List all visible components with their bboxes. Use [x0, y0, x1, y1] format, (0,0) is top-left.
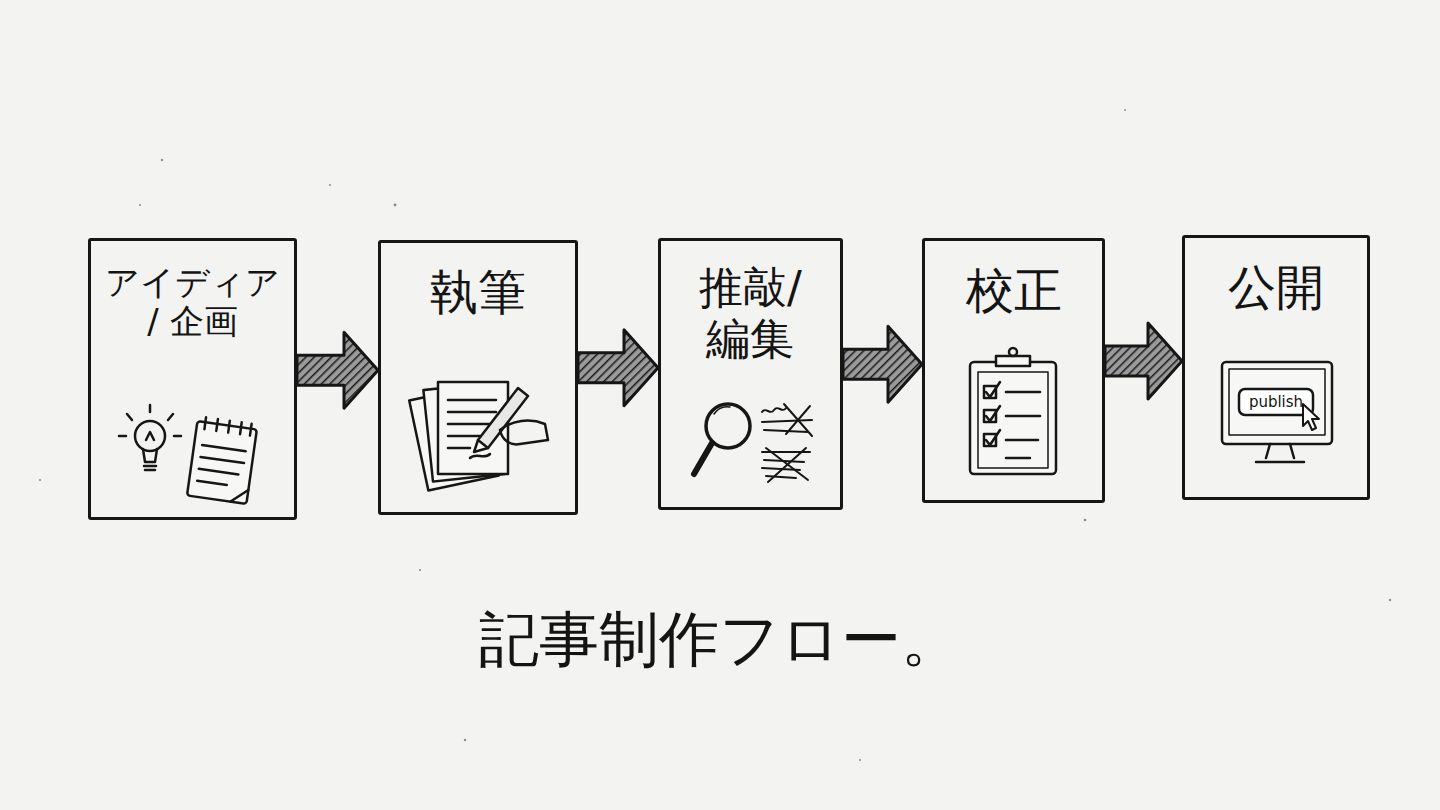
step-label: 公開	[1228, 260, 1324, 315]
paper-specks	[139, 204, 141, 206]
magnifier-icon	[714, 407, 730, 414]
flow-arrow	[1105, 323, 1182, 399]
lightbulb-icon	[143, 449, 157, 462]
caption: 記事制作フロー。	[0, 600, 1440, 681]
paper-specks	[329, 184, 331, 186]
paper-specks	[1084, 519, 1087, 522]
lightbulb-icon	[135, 421, 165, 451]
process-box: 校正	[922, 238, 1105, 503]
process-box: 執筆	[378, 240, 578, 515]
edit-marks	[766, 448, 808, 482]
monitor-icon	[1222, 362, 1332, 462]
paper-specks	[161, 159, 163, 161]
notepad-icon	[197, 445, 246, 487]
paper-specks	[419, 569, 421, 571]
process-box: アイディア / 企画	[88, 238, 297, 520]
writing-icon	[474, 440, 488, 452]
clipboard-icon	[986, 382, 1000, 445]
clipboard-icon	[1006, 392, 1040, 458]
clipboard-icon	[970, 362, 1056, 474]
paper-specks	[394, 204, 397, 207]
paper-specks	[39, 479, 41, 481]
monitor-icon	[1239, 389, 1313, 415]
monitor-icon	[1303, 404, 1319, 430]
clipboard-icon	[1009, 348, 1017, 356]
lightbulb-icon	[144, 466, 156, 470]
lightbulb-icon	[119, 405, 181, 436]
monitor-icon	[1256, 444, 1304, 462]
process-box: 公開	[1182, 235, 1370, 500]
clipboard-icon	[996, 356, 1030, 366]
step-label: 執筆	[430, 265, 526, 320]
button-label: publish	[1240, 391, 1312, 413]
paper-specks	[464, 739, 466, 741]
edit-marks	[784, 404, 812, 436]
magnifier-icon	[694, 443, 712, 474]
writing-icon	[470, 454, 490, 458]
notepad-icon	[204, 417, 251, 435]
step-label: 推敲/ 編集	[699, 263, 802, 364]
paper-specks	[1389, 599, 1391, 601]
monitor-icon	[1222, 362, 1332, 444]
edit-marks	[762, 404, 812, 482]
flow-arrow	[843, 326, 922, 402]
lightbulb-icon	[119, 405, 181, 470]
writing-icon	[409, 382, 548, 490]
paper-specks	[859, 759, 861, 761]
magnifier-icon	[694, 404, 750, 474]
step-label: アイディア / 企画	[105, 263, 280, 341]
clipboard-icon	[970, 348, 1056, 474]
notepad-icon	[231, 488, 249, 504]
step-label: 校正	[966, 263, 1062, 318]
notepad-icon	[187, 416, 258, 504]
lightbulb-icon	[146, 432, 154, 440]
paper-specks	[1124, 109, 1126, 111]
notepad-icon	[187, 421, 257, 504]
flow-arrow	[297, 332, 378, 408]
writing-icon	[500, 421, 548, 445]
monitor-icon	[1229, 369, 1325, 435]
process-box: 推敲/ 編集	[658, 238, 843, 510]
flow-arrow	[578, 330, 658, 406]
clipboard-icon	[978, 372, 1048, 468]
